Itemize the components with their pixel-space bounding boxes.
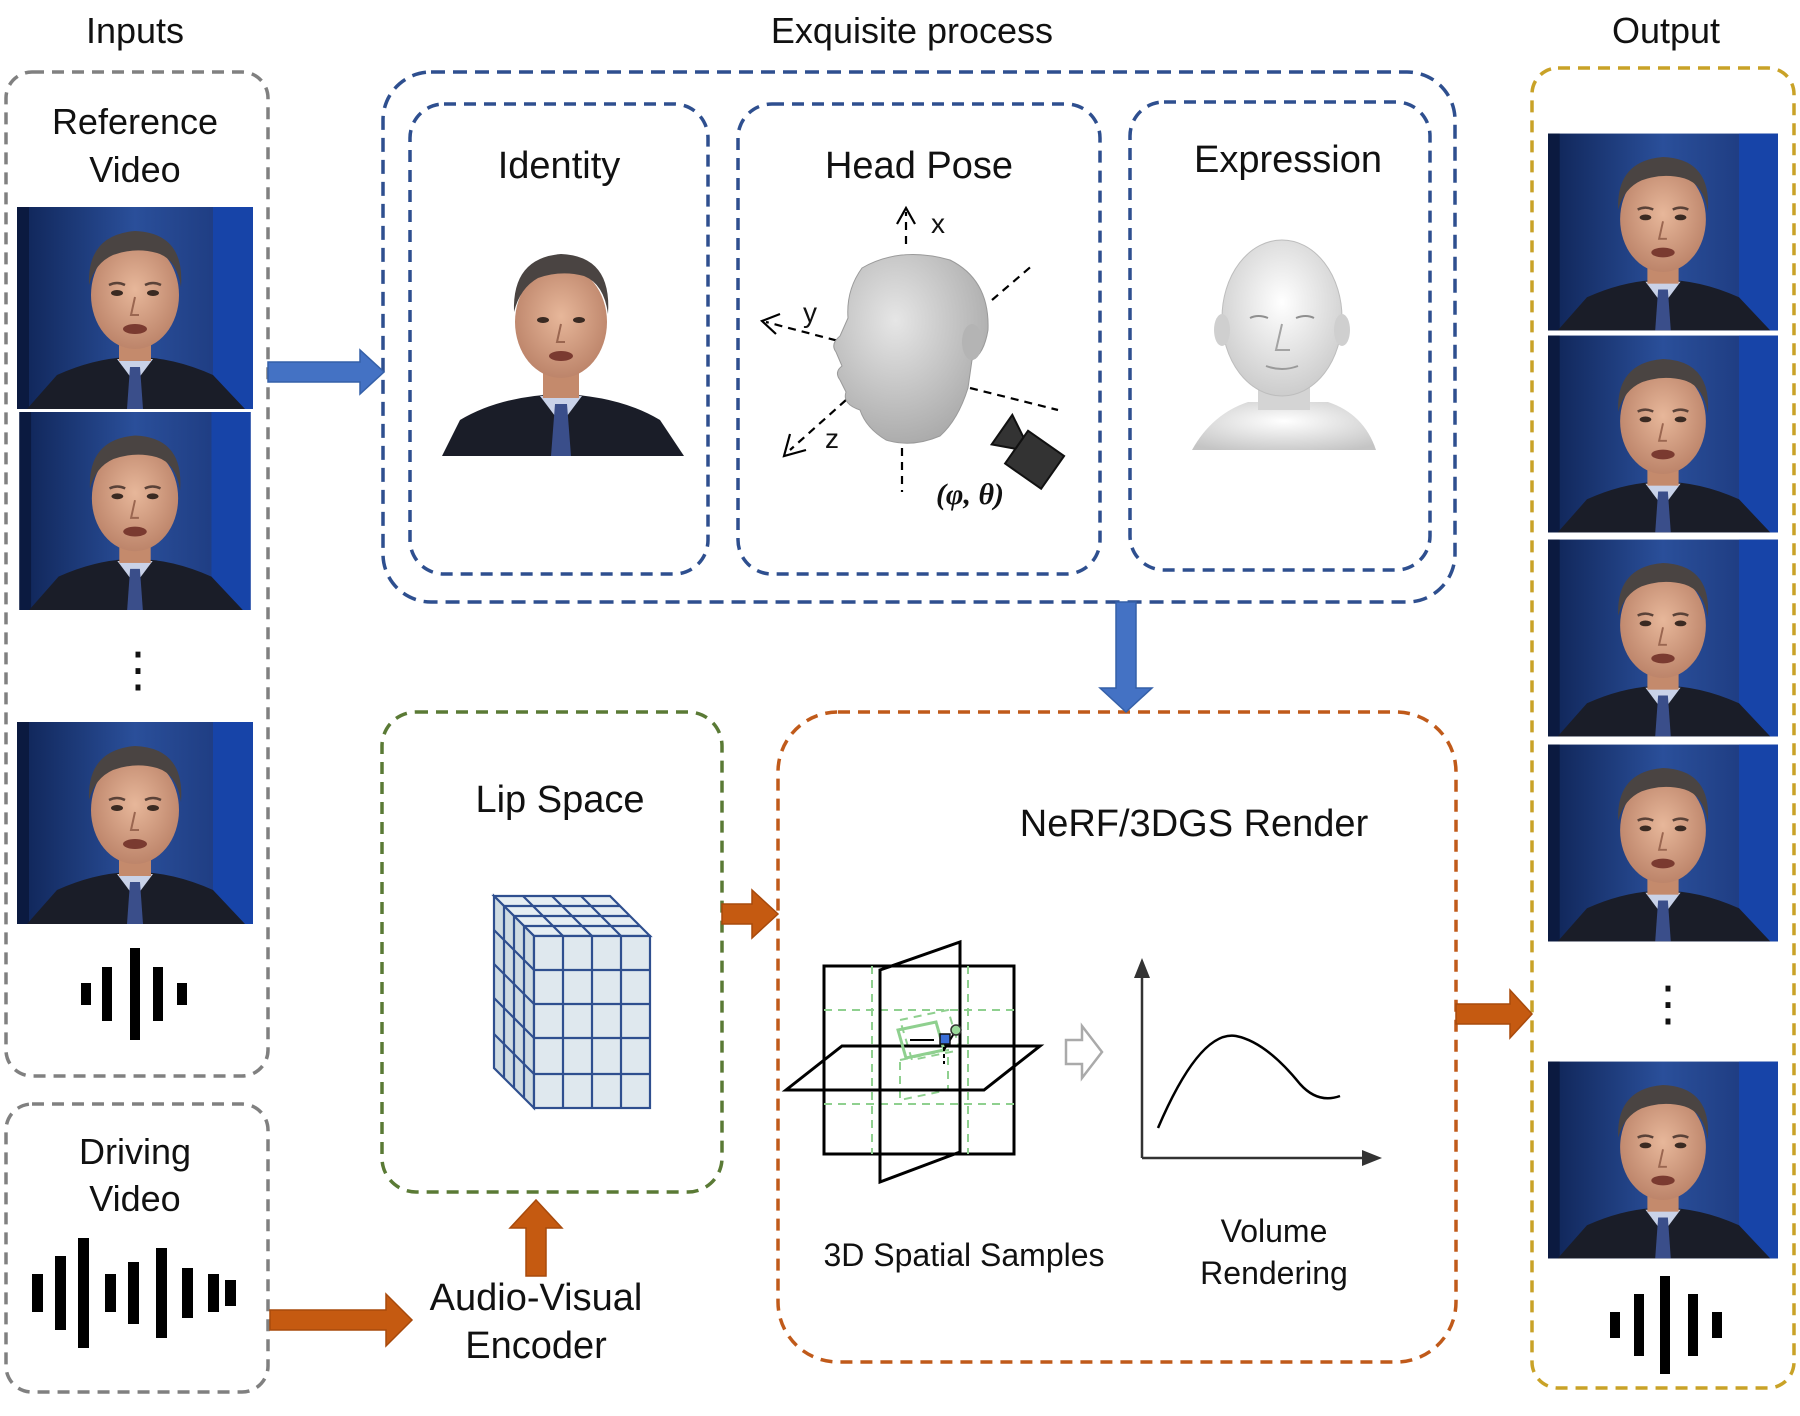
head-pose-label: Head Pose [825, 145, 1013, 187]
identity-label: Identity [498, 145, 621, 187]
lip-space-box [380, 710, 724, 1194]
driving-video-label-line1: Driving [79, 1131, 191, 1172]
pose-params-label: (φ, θ) [936, 478, 1004, 511]
output-frame-1 [1548, 132, 1778, 332]
output-title: Output [1612, 10, 1720, 51]
driving-to-encoder-arrow [269, 1292, 414, 1348]
driving-video-label-line2: Video [89, 1178, 180, 1219]
render-title: NeRF/3DGS Render [1020, 803, 1369, 845]
output-audio-waveform-icon [1610, 1276, 1722, 1374]
reference-video-label-line1: Reference [52, 101, 218, 142]
encoder-label-line1: Audio-Visual [430, 1277, 643, 1319]
volume-rendering-label-line1: Volume [1221, 1213, 1328, 1249]
output-box [1530, 66, 1796, 1390]
axis-x-label: x [931, 208, 945, 239]
process-title: Exquisite process [771, 10, 1053, 51]
spatial-samples-figure [781, 939, 1045, 1185]
reference-video-box [4, 70, 270, 1078]
volume-rendering-plot [1134, 958, 1382, 1166]
process-to-render-arrow [1098, 601, 1154, 714]
render-to-output-arrow [1455, 988, 1534, 1040]
output-frame-5 [1548, 1060, 1778, 1260]
expression-box [1128, 100, 1432, 572]
lip-space-grid-cube [491, 893, 653, 1111]
exquisite-process-box [381, 70, 1457, 604]
output-ellipsis: ⋮ [1644, 978, 1692, 1031]
volume-rendering-label-line2: Rendering [1200, 1255, 1348, 1291]
lip-to-render-arrow [721, 888, 780, 940]
reference-frame-2 [18, 412, 252, 610]
output-frame-4 [1548, 743, 1778, 943]
axis-y-label: y [803, 297, 817, 328]
axis-z-label: z [825, 423, 839, 454]
expression-label: Expression [1194, 139, 1382, 181]
lip-space-label: Lip Space [475, 779, 644, 821]
hollow-right-arrow-icon [1064, 1022, 1104, 1082]
reference-frame-1 [17, 207, 253, 409]
identity-portrait [442, 254, 684, 456]
reference-frame-3 [17, 722, 253, 924]
encoder-to-lip-arrow [508, 1198, 564, 1277]
spatial-samples-label: 3D Spatial Samples [823, 1237, 1104, 1273]
head-pose-box [736, 102, 1102, 576]
reference-ellipsis: ⋮ [114, 644, 162, 697]
encoder-label-line2: Encoder [465, 1325, 607, 1367]
reference-audio-waveform-icon [81, 948, 187, 1040]
driving-audio-waveform-icon [32, 1238, 236, 1348]
output-frame-2 [1548, 334, 1778, 534]
head-pose-figure: x y z (φ, θ) [759, 205, 1066, 511]
identity-box [408, 102, 710, 576]
reference-video-label-line2: Video [89, 149, 180, 190]
expression-face-mesh [1192, 239, 1376, 450]
inputs-title: Inputs [86, 10, 184, 51]
reference-to-process-arrow [267, 348, 386, 396]
output-frame-3 [1548, 538, 1778, 738]
driving-video-box [4, 1102, 270, 1394]
